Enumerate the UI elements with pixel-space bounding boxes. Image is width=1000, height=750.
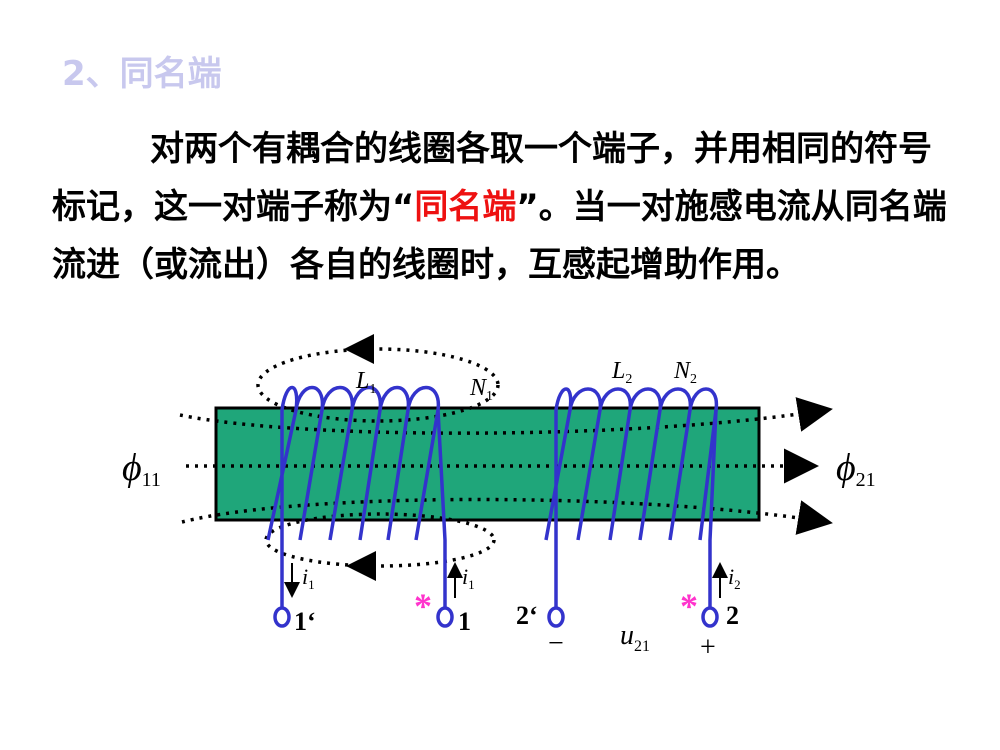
coil1-turns-label: N1: [469, 375, 493, 404]
terminals: [273, 606, 719, 628]
polarity-mark-2: *: [680, 586, 698, 626]
terminal-2: [701, 606, 719, 628]
voltage-plus: +: [700, 632, 716, 663]
terminal-2prime: [547, 606, 565, 628]
coil2-turns-label: N2: [673, 358, 697, 387]
coil1-inductance-label: L1: [355, 368, 376, 397]
coil-2: [544, 387, 719, 615]
coil-1: [266, 385, 447, 615]
flux-lines: [179, 397, 833, 535]
terminal-label-2: 2: [726, 601, 739, 630]
voltage-label: u21: [620, 620, 650, 655]
voltage-minus: −: [548, 628, 564, 659]
highlight-term: 同名端: [414, 187, 517, 227]
flux-line-lower: [181, 497, 833, 535]
current-label-2: i2: [728, 564, 741, 592]
flux-left-label: ϕ11: [122, 447, 161, 491]
flux-line-upper: [179, 397, 833, 435]
terminal-1: [436, 606, 454, 628]
body-paragraph: 对两个有耦合的线圈各取一个端子，并用相同的符号标记，这一对端子称为“同名端”。当…: [52, 120, 962, 294]
magnetic-core: [214, 406, 761, 522]
terminal-label-1: 1: [458, 607, 471, 636]
terminal-label-2prime: 2‘: [516, 601, 538, 630]
flux-loop-top: [256, 347, 500, 423]
paragraph-text-1: 对两个有耦合的线圈各取一个端子，并用相同的符号标记，这一对端子称为“: [52, 129, 932, 227]
terminal-label-1prime: 1‘: [294, 607, 316, 636]
current-label-1prime: i1: [302, 564, 315, 592]
flux-right-label: ϕ21: [836, 447, 876, 491]
paragraph-text-2: ”。当一对施感电流从同名端流进（或流出）各自的线圈时，互感起增助作用。: [52, 187, 947, 285]
section-heading: 2、同名端: [62, 54, 222, 94]
terminal-1prime: [273, 606, 291, 628]
polarity-mark-1: *: [414, 586, 432, 626]
flux-loop-bottom: [264, 512, 496, 568]
coil2-inductance-label: L2: [611, 358, 632, 387]
current-label-1: i1: [462, 564, 475, 592]
